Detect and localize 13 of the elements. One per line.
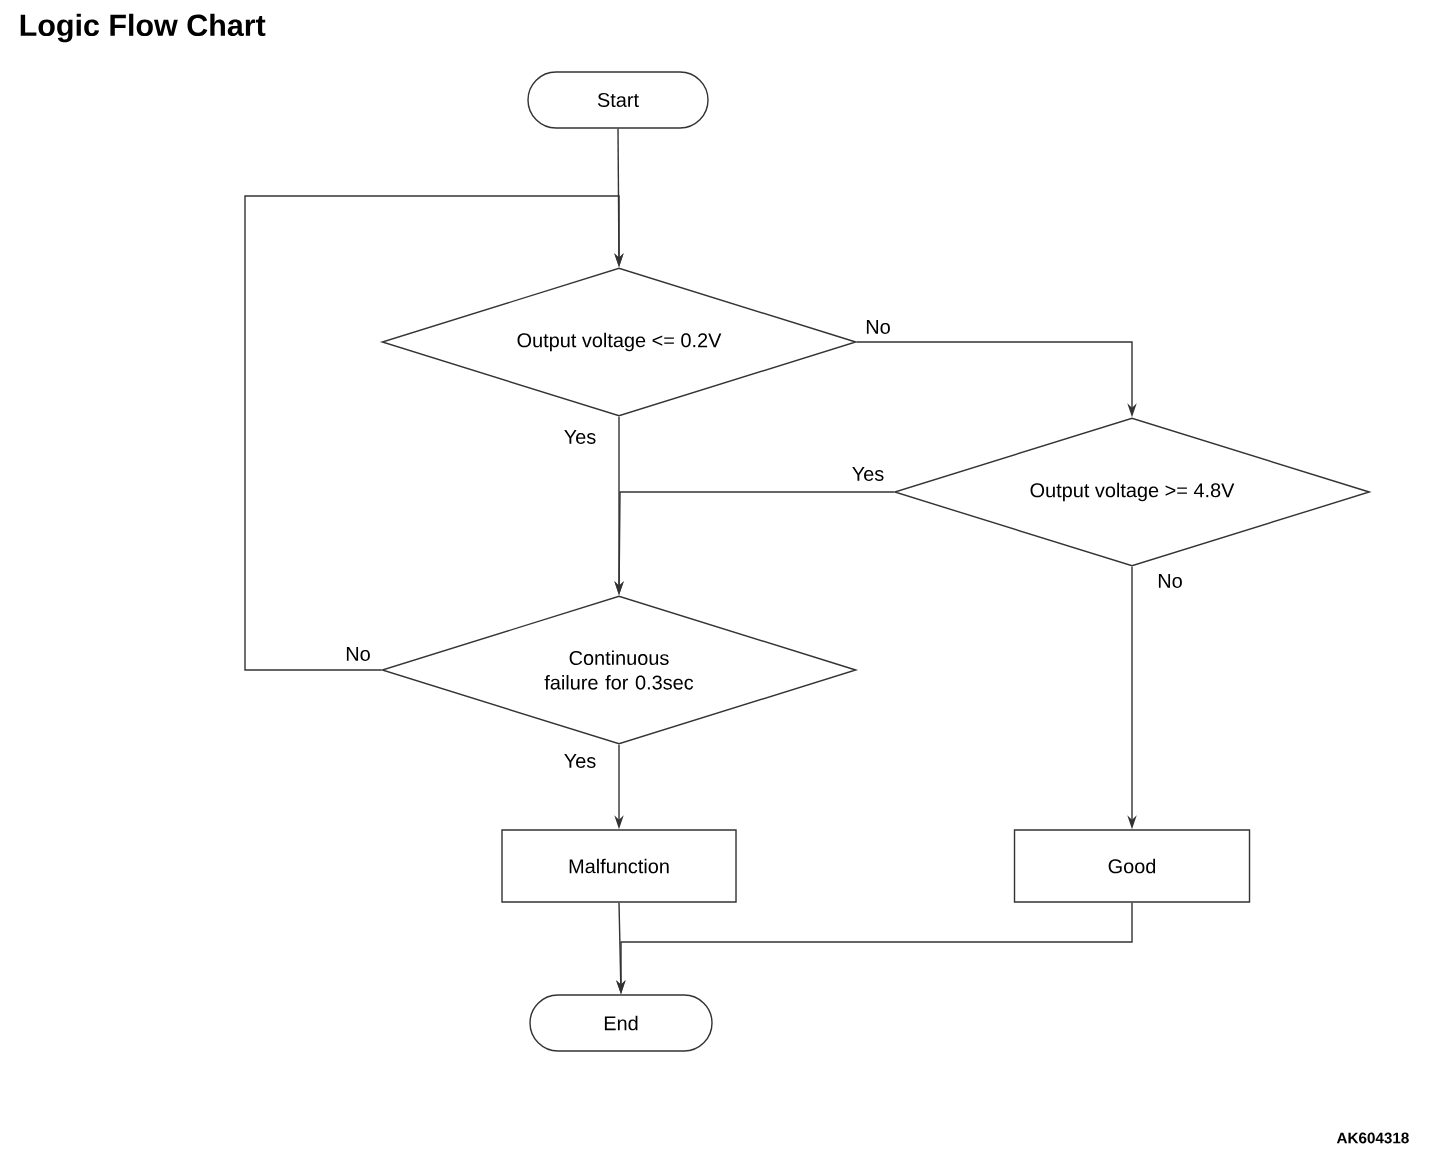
edge-label: Yes (850, 465, 886, 483)
figure-code: AK604318 (1336, 1132, 1409, 1144)
process-box: Good (1013, 829, 1251, 903)
edge-label: Yes (562, 752, 598, 770)
edge-label: No (1156, 572, 1184, 590)
process-box: Malfunction (501, 829, 737, 903)
edge-label: Yes (562, 428, 598, 446)
title: Logic Flow Chart (20, 13, 266, 43)
edge-label: No (344, 645, 372, 663)
edge-label: No (864, 318, 892, 336)
terminal-box: Start (527, 71, 709, 129)
terminal-box: End (529, 994, 713, 1052)
arrow (244, 195, 624, 671)
